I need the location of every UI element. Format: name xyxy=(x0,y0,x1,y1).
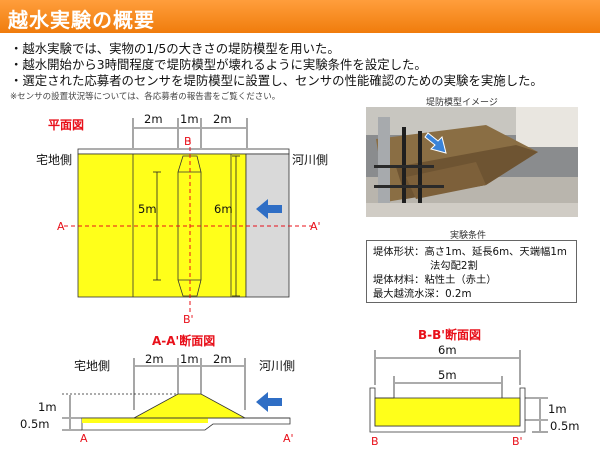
photo-flow-arrow-icon xyxy=(424,132,447,154)
plan-top-dimensions xyxy=(132,118,248,148)
bullet-item: ・選定された応募者のセンサを堤防模型に設置し、センサの性能確認のための実験を実施… xyxy=(10,73,543,88)
section-aa-dim-center: 1m xyxy=(180,352,199,366)
section-bb-label-b: B xyxy=(371,435,379,448)
section-bb-height-dimensions xyxy=(525,397,548,433)
header-bar: 越水実験の概要 xyxy=(0,0,600,33)
conditions-box: 堤体形状：高さ1m、延長6m、天端幅1m 法勾配2割 堤体材料：粘性土（赤土） … xyxy=(366,240,577,303)
section-aa-flow-arrow-icon xyxy=(256,392,282,412)
photo-caption: 堤防模型イメージ xyxy=(426,98,498,108)
section-aa-height-dimensions xyxy=(62,393,178,431)
section-bb-levee-fill xyxy=(374,397,521,427)
plan-label-b-prime: B' xyxy=(183,313,194,326)
section-aa-label-a: A xyxy=(80,432,88,445)
plan-label-a: A xyxy=(57,220,65,233)
section-aa-base-fill xyxy=(82,418,208,423)
section-bb-height-base: 0.5m xyxy=(550,419,580,433)
plan-right-side-label: 河川側 xyxy=(292,153,328,167)
section-aa-dim-right: 2m xyxy=(213,352,232,366)
bullet-item: ・越水実験では、実物の1/5の大きさの堤防模型を用いた。 xyxy=(10,41,340,56)
plan-left-side-label: 宅地側 xyxy=(36,152,72,167)
section-bb-width-outer: 6m xyxy=(438,343,457,357)
plan-dim-center: 1m xyxy=(180,112,199,126)
conditions-caption: 実験条件 xyxy=(450,231,487,241)
section-bb-height-levee: 1m xyxy=(548,402,567,416)
plan-label-a-prime: A' xyxy=(310,220,321,233)
plan-dim-left: 2m xyxy=(144,112,163,126)
section-bb-label-b-prime: B' xyxy=(512,435,523,448)
condition-overflow: 最大越流水深：0.2m xyxy=(373,288,472,300)
footnote: ※センサの設置状況等については、各応募者の報告書をご覧ください。 xyxy=(10,92,281,102)
section-aa-left-side: 宅地側 xyxy=(74,358,110,373)
section-bb-title: B-B'断面図 xyxy=(418,327,481,342)
plan-dim-right: 2m xyxy=(213,112,232,126)
plan-height-outer-label: 6m xyxy=(214,202,233,216)
section-aa-top-dimensions xyxy=(133,358,246,410)
section-bb-width-dimensions xyxy=(374,350,521,398)
section-aa-dim-left: 2m xyxy=(145,352,164,366)
plan-height-inner-label: 5m xyxy=(138,202,157,216)
section-aa-height-levee: 1m xyxy=(38,400,57,414)
plan-label-b: B xyxy=(184,135,192,148)
plan-title: 平面図 xyxy=(48,118,84,132)
section-aa-label-a-prime: A' xyxy=(283,432,294,445)
condition-shape: 堤体形状：高さ1m、延長6m、天端幅1m xyxy=(373,246,567,258)
bullet-list: ・越水実験では、実物の1/5の大きさの堤防模型を用いた。 ・越水開始から3時間程… xyxy=(10,41,543,89)
condition-material: 堤体材料：粘性土（赤土） xyxy=(373,274,497,286)
section-bb-width-inner: 5m xyxy=(438,368,457,382)
section-aa-height-base: 0.5m xyxy=(20,417,50,431)
page-title: 越水実験の概要 xyxy=(8,8,155,32)
levee-model-photo xyxy=(366,107,578,217)
section-aa-right-side: 河川側 xyxy=(259,359,295,373)
section-aa-title: A-A'断面図 xyxy=(152,333,215,348)
condition-slope: 法勾配2割 xyxy=(430,260,478,272)
bullet-item: ・越水開始から3時間程度で堤防模型が壊れるように実験条件を設定した。 xyxy=(10,57,427,72)
flow-arrow-icon xyxy=(256,199,282,219)
